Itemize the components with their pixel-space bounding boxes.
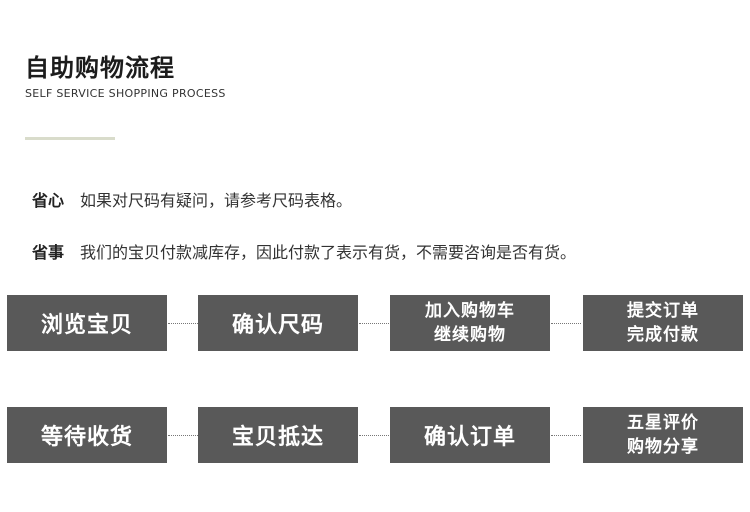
step-label: 等待收货 [40, 425, 133, 450]
step-box: 浏览宝贝 [7, 295, 167, 351]
tip-label: 省事 [32, 243, 65, 262]
tip-label: 省心 [32, 191, 65, 210]
step-label: 确认尺码 [231, 313, 324, 338]
step-box: 确认订单 [390, 407, 550, 463]
step-connector [168, 323, 198, 324]
step-label: 提交订单 [627, 301, 699, 321]
step-label: 加入购物车 [425, 301, 515, 321]
step-box: 加入购物车 继续购物 [390, 295, 550, 351]
step-connector [551, 323, 581, 324]
step-label: 购物分享 [627, 437, 699, 457]
step-connector [168, 435, 198, 436]
step-box: 确认尺码 [198, 295, 358, 351]
step-box: 宝贝抵达 [198, 407, 358, 463]
step-label: 继续购物 [434, 325, 506, 345]
tip-text: 我们的宝贝付款减库存，因此付款了表示有货，不需要咨询是否有货。 [80, 243, 577, 262]
step-label: 确认订单 [423, 425, 516, 450]
page-subtitle: SELF SERVICE SHOPPING PROCESS [25, 87, 226, 100]
step-label: 完成付款 [627, 325, 699, 345]
accent-divider [25, 137, 115, 140]
tip-row: 省心如果对尺码有疑问，请参考尺码表格。 [32, 187, 352, 211]
tip-row: 省事我们的宝贝付款减库存，因此付款了表示有货，不需要咨询是否有货。 [32, 239, 576, 263]
step-connector [359, 323, 389, 324]
step-connector [551, 435, 581, 436]
step-connector [359, 435, 389, 436]
step-box: 五星评价 购物分享 [583, 407, 743, 463]
step-label: 宝贝抵达 [231, 425, 324, 450]
step-label: 五星评价 [627, 413, 699, 433]
step-box: 等待收货 [7, 407, 167, 463]
page-title: 自助购物流程 [25, 54, 175, 82]
step-label: 浏览宝贝 [40, 313, 133, 338]
step-box: 提交订单 完成付款 [583, 295, 743, 351]
tip-text: 如果对尺码有疑问，请参考尺码表格。 [80, 191, 353, 210]
